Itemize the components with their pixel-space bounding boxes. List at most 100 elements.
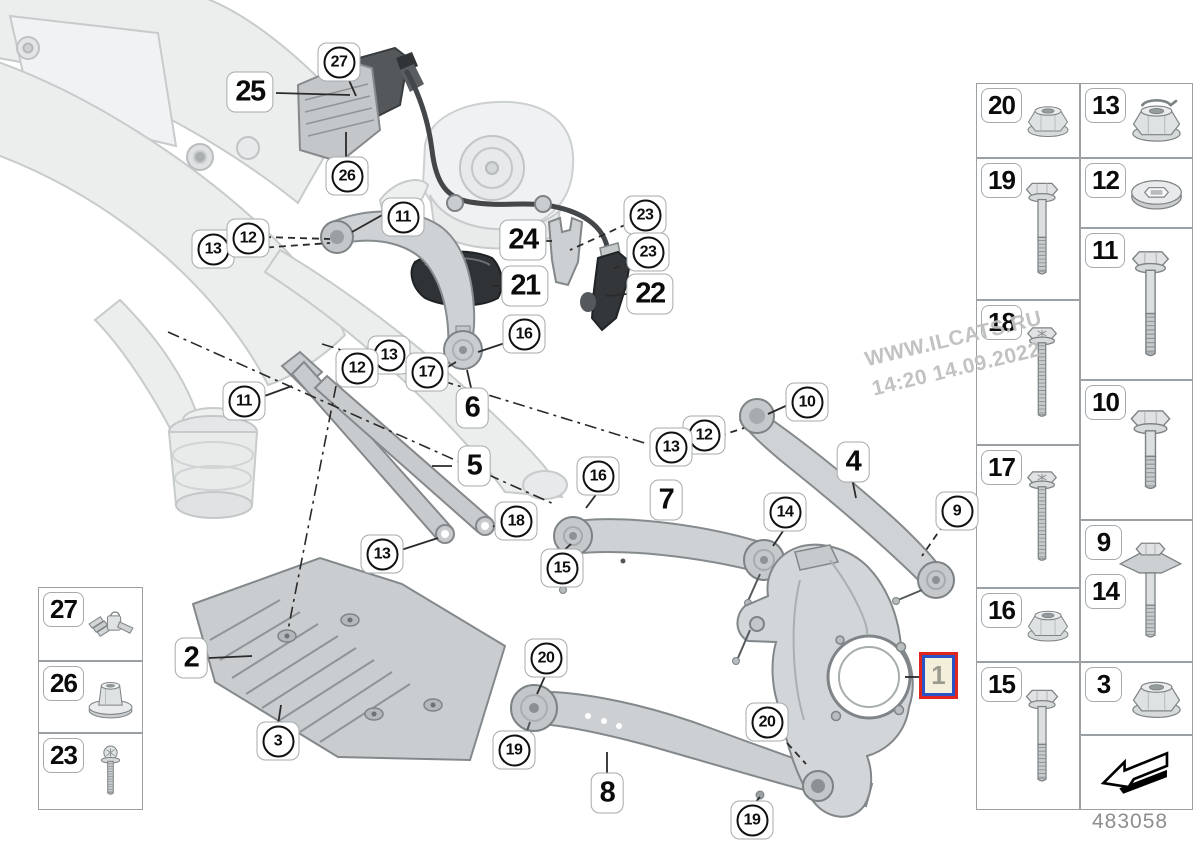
fastener-callout[interactable]: 20 bbox=[745, 702, 789, 742]
fastener-callout[interactable]: 11 bbox=[222, 381, 266, 421]
callout-circle: 3 bbox=[262, 725, 294, 757]
callout-circle: 13 bbox=[197, 233, 229, 265]
fastener-callout[interactable]: 23 bbox=[626, 232, 670, 272]
callout-circle: 17 bbox=[411, 356, 443, 388]
part-label[interactable]: 6 bbox=[455, 387, 489, 429]
part-number-labels: 13 bbox=[1085, 88, 1126, 123]
callout-circle: 11 bbox=[387, 201, 419, 233]
parts-grid-cell[interactable]: 16 bbox=[976, 588, 1080, 662]
fastener-callout[interactable]: 12 bbox=[335, 348, 379, 388]
part-number-labels: 20 bbox=[981, 88, 1022, 123]
selected-callout[interactable]: 1 bbox=[919, 652, 958, 699]
fastener-callout[interactable]: 9 bbox=[935, 491, 979, 531]
fastener-callout[interactable]: 13 bbox=[649, 427, 693, 467]
cable-clip-icon bbox=[85, 593, 136, 655]
wheel-carrier-part bbox=[736, 543, 914, 818]
parts-grid-cell[interactable]: 15 bbox=[976, 662, 1080, 810]
callout-circle: 20 bbox=[530, 642, 562, 674]
flange-nut-icon bbox=[1127, 668, 1186, 729]
callout-circle: 13 bbox=[655, 431, 687, 463]
fastener-callout[interactable]: 12 bbox=[226, 218, 270, 258]
part-number-labels: 11 bbox=[1085, 233, 1125, 268]
parts-grid-cell[interactable]: 18 bbox=[976, 300, 1080, 445]
part-label[interactable]: 2 bbox=[174, 637, 208, 679]
callout-circle: 12 bbox=[341, 352, 373, 384]
fastener-callout[interactable]: 15 bbox=[540, 548, 584, 588]
flange-nut-icon bbox=[1023, 89, 1073, 152]
callout-circle: 15 bbox=[546, 552, 578, 584]
callout-circle: 18 bbox=[500, 505, 532, 537]
part-number-label: 26 bbox=[43, 666, 84, 701]
part-number-label: 23 bbox=[43, 738, 84, 773]
flange-nut-icon bbox=[1023, 594, 1073, 656]
parts-grid-cell[interactable]: 23 bbox=[38, 733, 143, 810]
parts-grid-cell[interactable]: 10 bbox=[1080, 380, 1193, 520]
fastener-callout[interactable]: 16 bbox=[576, 456, 620, 496]
fastener-callout[interactable]: 17 bbox=[405, 352, 449, 392]
part-number-labels: 15 bbox=[981, 667, 1022, 702]
part-label[interactable]: 21 bbox=[501, 265, 549, 307]
fastener-callout[interactable]: 26 bbox=[325, 156, 369, 196]
fastener-callout[interactable]: 14 bbox=[763, 492, 807, 532]
fastener-callout[interactable]: 3 bbox=[256, 721, 300, 761]
part-number-label: 16 bbox=[981, 593, 1022, 628]
fastener-callout[interactable]: 20 bbox=[524, 638, 568, 678]
parts-grid-cell[interactable] bbox=[1080, 735, 1193, 810]
fastener-callout[interactable]: 10 bbox=[785, 382, 829, 422]
fastener-callout[interactable]: 13 bbox=[191, 229, 235, 269]
direction-arrow-icon bbox=[1093, 746, 1180, 799]
fastener-callout[interactable]: 16 bbox=[502, 314, 546, 354]
callout-circle: 11 bbox=[228, 385, 260, 417]
collar-nut-icon bbox=[85, 667, 136, 727]
part-label[interactable]: 22 bbox=[626, 273, 674, 315]
fastener-callout[interactable]: 13 bbox=[360, 534, 404, 574]
parts-grid-cell[interactable]: 19 bbox=[976, 158, 1080, 300]
part-number-label: 12 bbox=[1085, 163, 1126, 198]
callout-circle: 10 bbox=[791, 386, 823, 418]
fastener-callout[interactable]: 23 bbox=[623, 195, 667, 235]
part-number-label: 11 bbox=[1085, 233, 1125, 268]
hex-bolt-long-icon bbox=[1115, 234, 1186, 374]
part-label[interactable]: 7 bbox=[649, 479, 683, 521]
part-number-labels: 26 bbox=[43, 666, 84, 701]
washer-icon bbox=[1127, 164, 1186, 222]
callout-circle: 9 bbox=[941, 495, 973, 527]
callout-circle: 19 bbox=[498, 734, 530, 766]
parts-grid-cell[interactable]: 17 bbox=[976, 445, 1080, 588]
parts-grid-cell[interactable]: 26 bbox=[38, 661, 143, 733]
fastener-callout[interactable]: 27 bbox=[317, 42, 361, 82]
fastener-callout[interactable]: 18 bbox=[494, 501, 538, 541]
parts-grid-cell[interactable]: 11 bbox=[1080, 228, 1193, 380]
selected-part-number: 1 bbox=[931, 660, 946, 690]
part-label[interactable]: 4 bbox=[836, 441, 870, 483]
part-number-label: 27 bbox=[43, 592, 84, 627]
part-number-label: 18 bbox=[981, 305, 1022, 340]
part-number-label: 19 bbox=[981, 163, 1022, 198]
callout-circle: 16 bbox=[582, 460, 614, 492]
part-number-labels: 10 bbox=[1085, 385, 1126, 420]
part-label[interactable]: 25 bbox=[226, 71, 274, 113]
parts-grid-cell[interactable]: 3 bbox=[1080, 662, 1193, 735]
part-number-label: 14 bbox=[1085, 574, 1126, 609]
fastener-callout[interactable]: 11 bbox=[381, 197, 425, 237]
part-number-labels: 23 bbox=[43, 738, 84, 773]
part-number-labels: 27 bbox=[43, 592, 84, 627]
lock-nut-icon bbox=[1127, 89, 1186, 152]
selected-callout-inner: 1 bbox=[922, 655, 955, 696]
parts-grid-cell[interactable]: 13 bbox=[1080, 83, 1193, 158]
part-label[interactable]: 24 bbox=[499, 219, 547, 261]
arms-art bbox=[191, 210, 955, 818]
parts-grid-cell[interactable]: 27 bbox=[38, 587, 143, 661]
callout-circle: 13 bbox=[366, 538, 398, 570]
parts-grid-cell[interactable]: 12 bbox=[1080, 158, 1193, 228]
callout-circle: 26 bbox=[331, 160, 363, 192]
part-number-labels: 18 bbox=[981, 305, 1022, 340]
fastener-callout[interactable]: 19 bbox=[492, 730, 536, 770]
parts-grid-cell[interactable]: 20 bbox=[976, 83, 1080, 158]
part-label[interactable]: 5 bbox=[457, 445, 491, 487]
fastener-callout[interactable]: 19 bbox=[730, 800, 774, 840]
part-number-labels: 19 bbox=[981, 163, 1022, 198]
part-label[interactable]: 8 bbox=[590, 772, 624, 814]
